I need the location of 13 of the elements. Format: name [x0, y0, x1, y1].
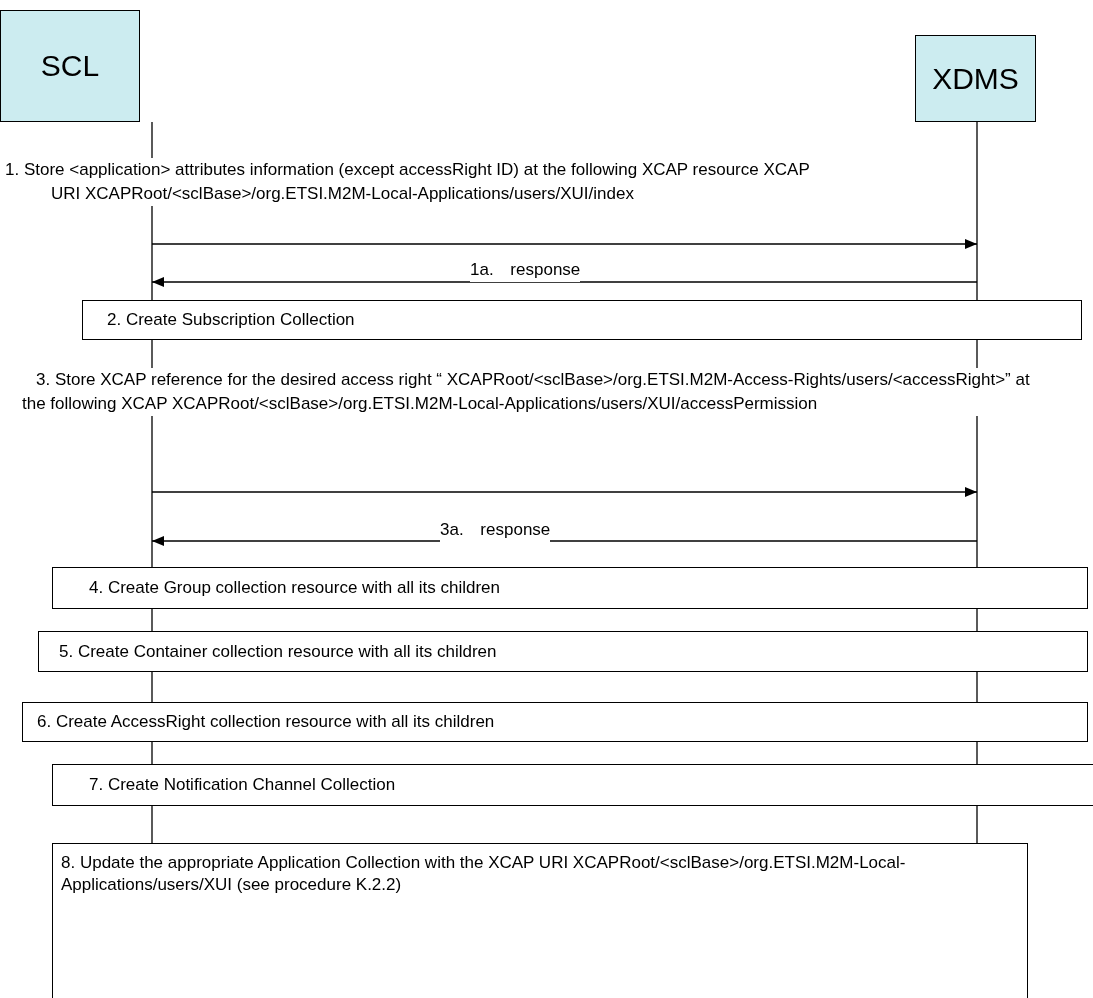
process-box: 7. Create Notification Channel Collection [52, 764, 1093, 806]
message-arrow [151, 487, 978, 497]
participant-box: XDMS [915, 35, 1036, 122]
process-box: 6. Create AccessRight collection resource with all its children [22, 702, 1088, 742]
message-arrow [151, 277, 978, 287]
message-label: 3. Store XCAP reference for the desired access right “ XCAPRoot/<sclBase>/org.ETSI.M2M-Access-Rights/users/<accessRight>” at the following XCAP XCAPRoot/<sclBase>/org.ETSI.M2M-Local-Applications/users/XUI/accessPermission [22, 368, 1032, 416]
message-label: 1. Store <application> attributes information (except accessRight ID) at the following XCAP resource XCAP URI XCAPRoot/<sclBase>/org.ETSI.M2M-Local-Applications/users/XUI/index [5, 158, 811, 206]
message-arrow [151, 239, 978, 249]
process-box: 4. Create Group collection resource with all its children [52, 567, 1088, 609]
participant-box: SCL [0, 10, 140, 122]
process-box: 2. Create Subscription Collection [82, 300, 1082, 340]
process-box: 5. Create Container collection resource with all its children [38, 631, 1088, 672]
process-box: 8. Update the appropriate Application Collection with the XCAP URI XCAPRoot/<sclBase>/org.ETSI.M2M-Local-Applications/users/XUI (see procedure K.2.2) [52, 843, 1028, 998]
